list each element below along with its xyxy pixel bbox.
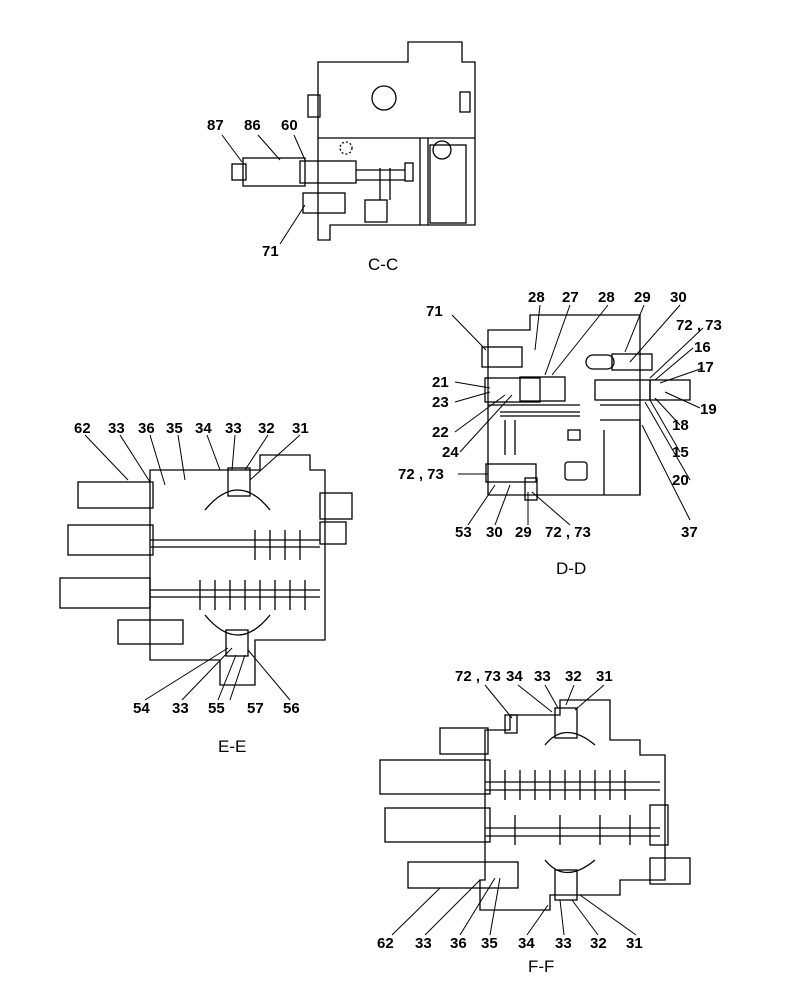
callout-ff-62: 62: [377, 935, 394, 952]
callout-ff-31a: 31: [596, 668, 613, 685]
callout-ff-34b: 34: [518, 935, 535, 952]
callout-dd-53: 53: [455, 524, 472, 541]
callout-ee-31: 31: [292, 420, 309, 437]
callout-ee-55: 55: [208, 700, 225, 717]
section-title-ff: F-F: [528, 957, 555, 976]
callout-ee-54: 54: [133, 700, 150, 717]
callout-ee-33b: 33: [225, 420, 242, 437]
callout-dd-37: 37: [681, 524, 698, 541]
callout-dd-72-73c: 72 , 73: [545, 524, 591, 541]
callout-dd-17: 17: [697, 359, 714, 376]
section-title-cc: C-C: [368, 255, 399, 274]
callout-cc-87: 87: [207, 117, 224, 134]
callout-dd-29b: 29: [515, 524, 532, 541]
callout-ff-32a: 32: [565, 668, 582, 685]
callout-ff-33a: 33: [534, 668, 551, 685]
callout-dd-72-73a: 72 , 73: [676, 317, 722, 334]
callout-ee-57: 57: [247, 700, 264, 717]
callout-ee-35: 35: [166, 420, 183, 437]
callout-ff-36: 36: [450, 935, 467, 952]
callout-ff-33b: 33: [415, 935, 432, 952]
callout-dd-22: 22: [432, 424, 449, 441]
callout-ff-35: 35: [481, 935, 498, 952]
callout-cc-86: 86: [244, 117, 261, 134]
callout-ee-36: 36: [138, 420, 155, 437]
callout-cc-71: 71: [262, 243, 279, 260]
section-ff-drawing: [379, 699, 691, 911]
callout-cc-60: 60: [281, 117, 298, 134]
callout-dd-15: 15: [672, 444, 689, 461]
callout-ee-33c: 33: [172, 700, 189, 717]
leader-lines: [84, 134, 704, 936]
callout-dd-29a: 29: [634, 289, 651, 306]
callout-ee-62: 62: [74, 420, 91, 437]
valve-drawings: [59, 41, 691, 911]
callout-dd-21: 21: [432, 374, 449, 391]
callout-dd-20: 20: [672, 472, 689, 489]
callout-ff-33c: 33: [555, 935, 572, 952]
callout-dd-28a: 28: [528, 289, 545, 306]
callout-dd-18: 18: [672, 417, 689, 434]
callout-ff-32b: 32: [590, 935, 607, 952]
callout-dd-23: 23: [432, 394, 449, 411]
section-ee-drawing: [59, 454, 353, 686]
section-cc-drawing: [231, 41, 476, 241]
callout-dd-28b: 28: [598, 289, 615, 306]
callout-dd-72-73b: 72 , 73: [398, 466, 444, 483]
callout-ee-56: 56: [283, 700, 300, 717]
callout-ee-33a: 33: [108, 420, 125, 437]
callout-ff-34a: 34: [506, 668, 523, 685]
callout-dd-24: 24: [442, 444, 459, 461]
callout-dd-30b: 30: [486, 524, 503, 541]
callout-ee-34: 34: [195, 420, 212, 437]
section-title-ee: E-E: [218, 737, 247, 756]
section-dd-drawing: [481, 314, 691, 501]
callout-ee-32: 32: [258, 420, 275, 437]
callout-dd-19: 19: [700, 401, 717, 418]
section-title-dd: D-D: [556, 559, 587, 578]
callout-dd-27: 27: [562, 289, 579, 306]
callout-dd-16: 16: [694, 339, 711, 356]
callout-ff-31b: 31: [626, 935, 643, 952]
callout-dd-30a: 30: [670, 289, 687, 306]
callout-dd-71: 71: [426, 303, 443, 320]
callout-ff-72-73: 72 , 73: [455, 668, 501, 685]
